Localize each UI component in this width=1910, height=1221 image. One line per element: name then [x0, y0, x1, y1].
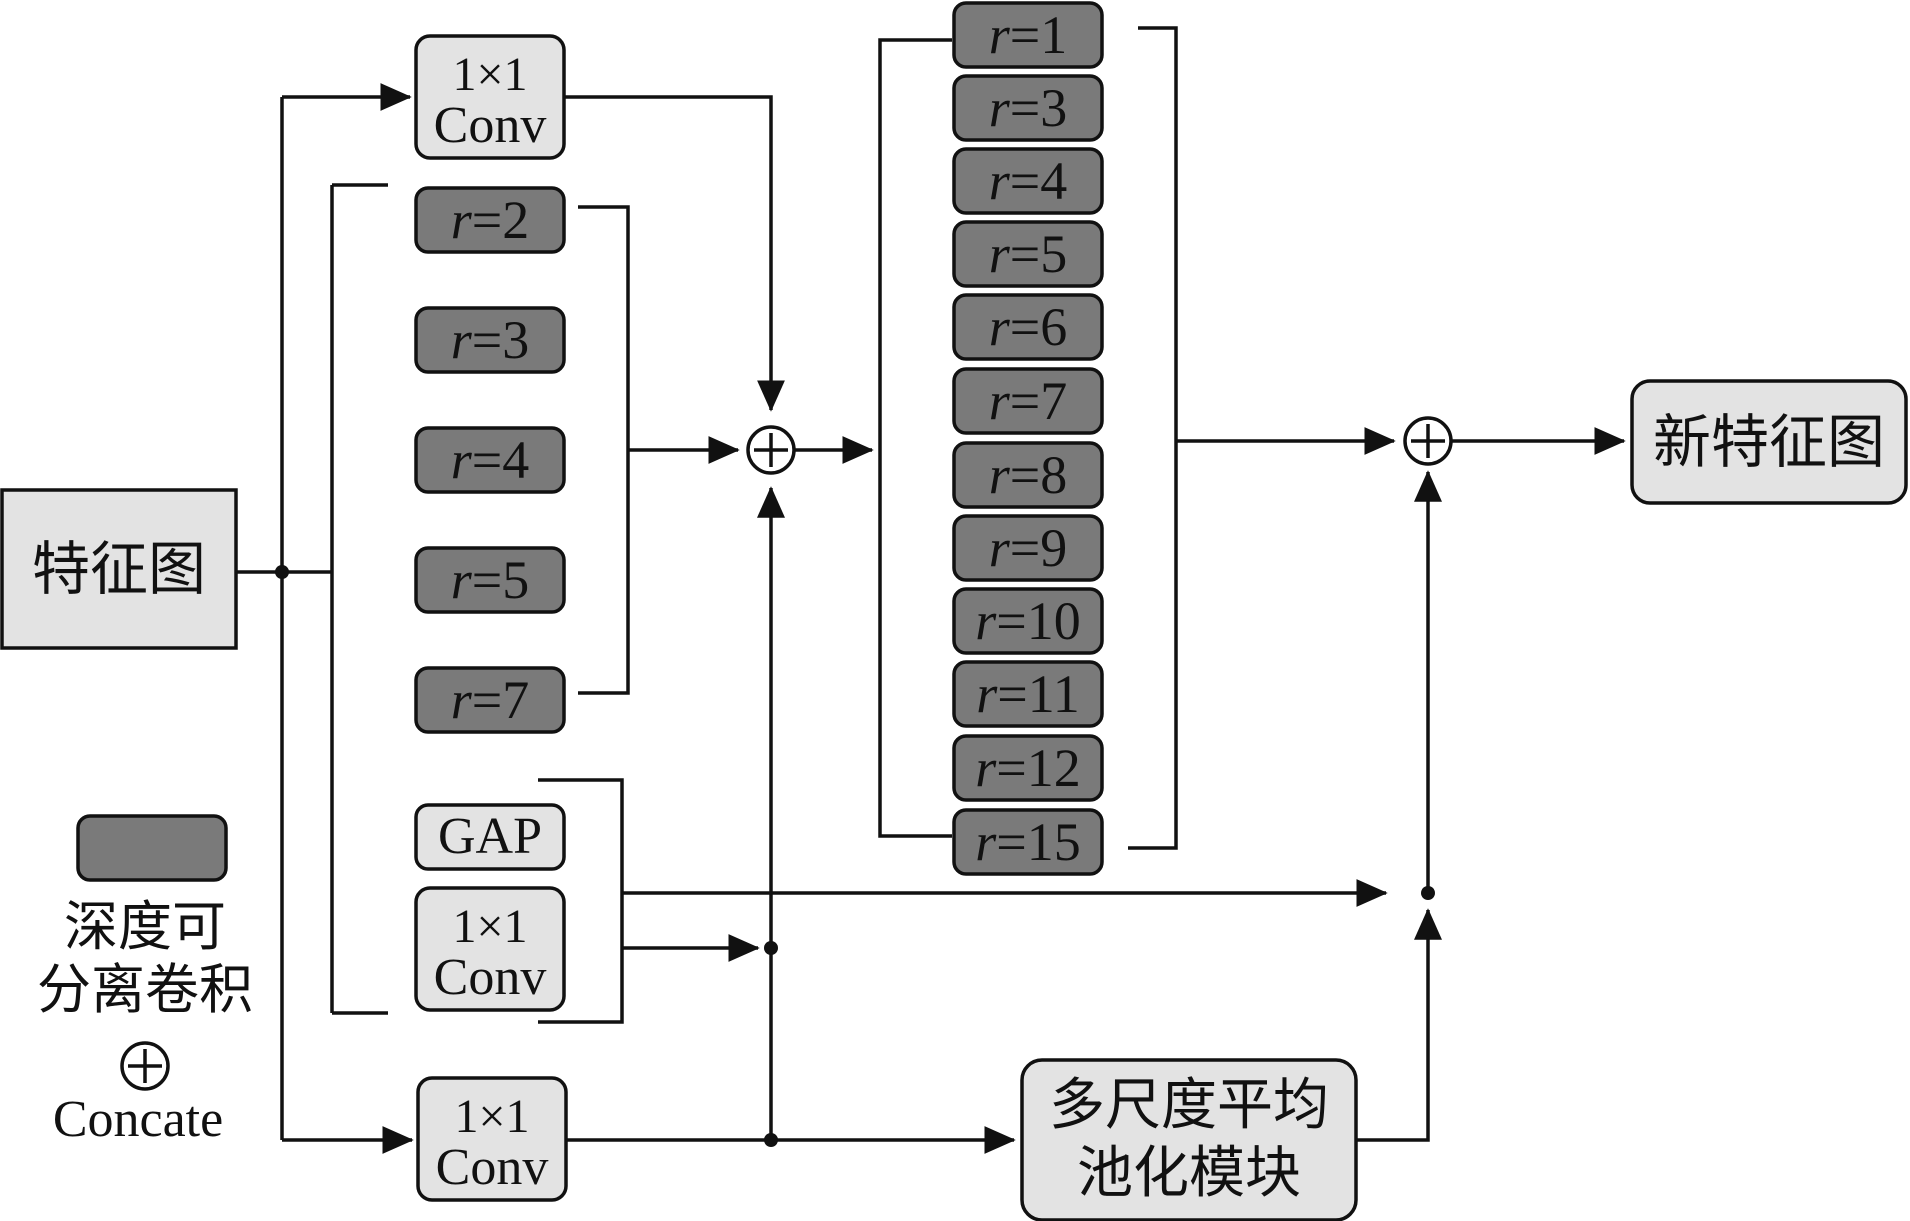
- dilated-conv-box-b-10: r=12: [952, 734, 1104, 802]
- dilation-rate-label: r=12: [975, 738, 1080, 798]
- dilated-conv-box-a-3: r=5: [414, 546, 566, 614]
- dilation-rate-label: r=15: [975, 812, 1080, 872]
- dilated-conv-box-a-0: r=2: [414, 186, 566, 254]
- dilation-rate-label: r=10: [975, 591, 1080, 651]
- dilated-conv-box-a-2: r=4: [414, 426, 566, 494]
- dilation-rate-label: r=9: [989, 518, 1067, 578]
- dilated-conv-box-b-2: r=4: [952, 147, 1104, 215]
- conv-box-top: 1×1 Conv: [414, 34, 566, 160]
- dilated-conv-group-1: r=2 r=3 r=4 r=5 r=7: [414, 186, 566, 734]
- svg-text:新特征图: 新特征图: [1653, 408, 1885, 476]
- dilated-conv-box-b-11: r=15: [952, 808, 1104, 876]
- svg-text:GAP: GAP: [438, 808, 542, 865]
- dilation-rate-label: r=3: [451, 310, 529, 370]
- svg-text:特征图: 特征图: [32, 535, 206, 603]
- legend-dsconv-swatch: [76, 814, 228, 882]
- dilated-conv-box-b-3: r=5: [952, 220, 1104, 288]
- legend-concat-label: Concate: [53, 1091, 223, 1148]
- dilated-conv-box-b-0: r=1: [952, 1, 1104, 69]
- connectors: [236, 26, 1626, 1154]
- dilation-rate-label: r=4: [451, 430, 529, 490]
- gap-box: GAP: [414, 803, 566, 871]
- svg-text:多尺度平均: 多尺度平均: [1049, 1073, 1329, 1138]
- dilated-conv-box-b-8: r=10: [952, 587, 1104, 655]
- svg-text:Conv: Conv: [434, 97, 547, 154]
- svg-text:Conv: Conv: [436, 1139, 549, 1196]
- dilation-rate-label: r=7: [989, 371, 1067, 431]
- dilated-conv-group-2: r=1 r=3 r=4 r=5 r=6 r=7 r=8 r=9 r=10 r=11 r=12 r=15: [952, 1, 1104, 876]
- dilated-conv-box-b-9: r=11: [952, 660, 1104, 728]
- svg-text:池化模块: 池化模块: [1077, 1141, 1301, 1206]
- dilated-conv-box-b-4: r=6: [952, 293, 1104, 361]
- dilation-rate-label: r=1: [989, 5, 1067, 65]
- dilation-rate-label: r=6: [989, 297, 1067, 357]
- dilation-rate-label: r=2: [451, 190, 529, 250]
- conv-box-bottom: 1×1 Conv: [416, 1076, 568, 1202]
- dilated-conv-box-b-7: r=9: [952, 514, 1104, 582]
- dilation-rate-label: r=3: [989, 78, 1067, 138]
- legend: 深度可 分离卷积 Concate: [37, 814, 253, 1148]
- svg-text:1×1: 1×1: [452, 48, 527, 101]
- conv-box-middle: 1×1 Conv: [414, 886, 566, 1012]
- svg-text:Conv: Conv: [434, 949, 547, 1006]
- multi-scale-pooling-module: 多尺度平均 池化模块: [1020, 1058, 1358, 1221]
- dilation-rate-label: r=5: [989, 224, 1067, 284]
- dilated-conv-box-b-1: r=3: [952, 74, 1104, 142]
- svg-text:1×1: 1×1: [454, 1090, 529, 1143]
- output-feature-map: 新特征图: [1630, 379, 1908, 505]
- svg-text:1×1: 1×1: [452, 900, 527, 953]
- dilated-conv-box-b-6: r=8: [952, 441, 1104, 509]
- dilation-rate-label: r=4: [989, 151, 1067, 211]
- input-feature-map: 特征图: [0, 488, 238, 650]
- legend-dsconv-label-2: 分离卷积: [37, 958, 253, 1021]
- dilation-rate-label: r=7: [451, 670, 529, 730]
- dilated-conv-box-b-5: r=7: [952, 367, 1104, 435]
- dilation-rate-label: r=5: [451, 550, 529, 610]
- dilation-rate-label: r=8: [989, 445, 1067, 505]
- dilation-rate-label: r=11: [976, 664, 1079, 724]
- concat-node-2: [1403, 416, 1453, 466]
- concat-node-1: [746, 425, 796, 475]
- legend-concat-icon: [120, 1041, 170, 1091]
- dilated-conv-box-a-4: r=7: [414, 666, 566, 734]
- dilated-conv-box-a-1: r=3: [414, 306, 566, 374]
- legend-dsconv-label-1: 深度可: [64, 895, 226, 958]
